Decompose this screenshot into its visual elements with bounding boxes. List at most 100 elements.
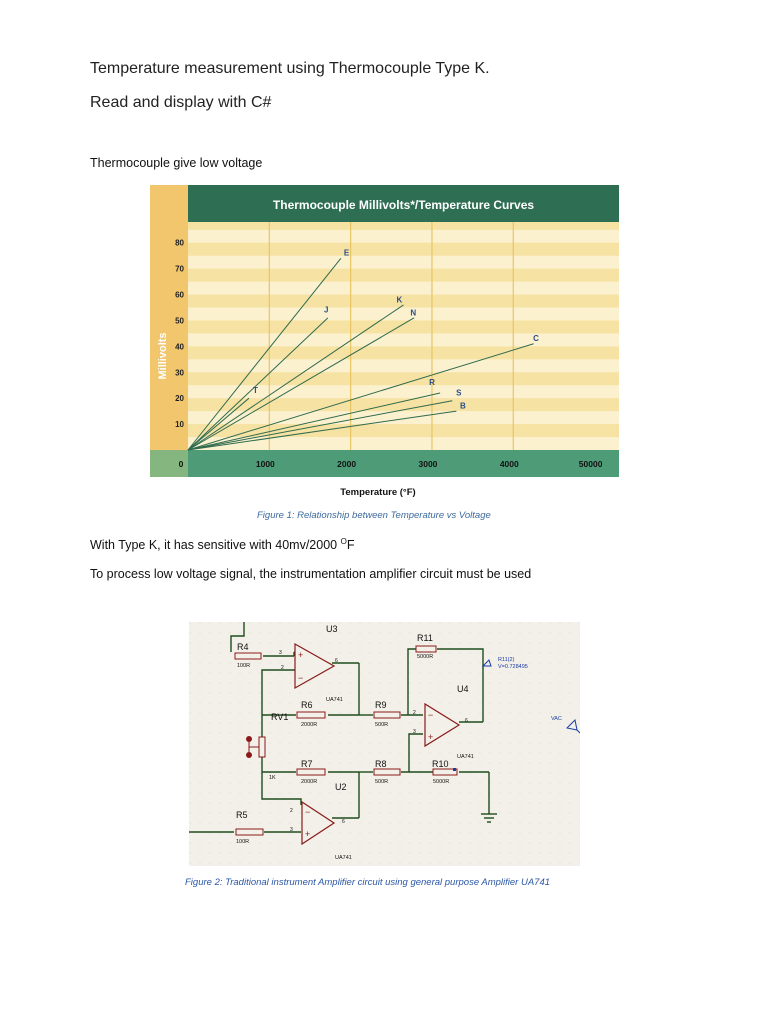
label-r6-value: 2000R xyxy=(301,722,317,728)
label-r5: R5 xyxy=(236,810,248,820)
series-line-t xyxy=(187,397,250,451)
label-u2: U2 xyxy=(335,782,347,792)
series-line-j xyxy=(187,317,329,451)
series-label-n: N xyxy=(410,308,416,317)
sensitivity-text: With Type K, it has sensitive with 40mv/… xyxy=(90,537,354,552)
schematic-wires xyxy=(189,622,497,833)
pin-u3-3: 3 xyxy=(279,650,282,656)
probe-value: V=0.728495 xyxy=(498,664,528,670)
series-label-j: J xyxy=(324,306,328,315)
vac-source[interactable] xyxy=(565,718,580,734)
y-tick-label: 60 xyxy=(175,291,184,300)
pin-u2-6: 6 xyxy=(342,819,345,825)
y-tick-label: 20 xyxy=(175,394,184,403)
pin-u3-6: 6 xyxy=(335,658,338,664)
r11-body xyxy=(415,645,437,653)
pin-u2-3: 3 xyxy=(290,827,293,833)
x-axis-band-corner xyxy=(150,450,188,477)
pin-u3-2: 2 xyxy=(281,665,284,671)
label-r10-value: 5000R xyxy=(433,779,449,785)
svg-text:−: − xyxy=(305,807,310,817)
series-label-b: B xyxy=(460,402,466,411)
series-line-c xyxy=(187,343,534,451)
x-tick-label: 4000 xyxy=(500,459,519,469)
svg-text:−: − xyxy=(298,673,303,683)
y-tick-label: 30 xyxy=(175,368,184,377)
series-label-r: R xyxy=(429,378,435,387)
label-r7: R7 xyxy=(301,759,313,769)
series-label-k: K xyxy=(397,295,403,304)
instrumentation-amplifier-schematic: +− −+ −+ U3 U4 U2 R4 100R R5 100R R6 200… xyxy=(189,622,580,866)
document-title-line2: Read and display with C# xyxy=(90,94,272,111)
plot-stripe xyxy=(188,424,619,438)
svg-text:+: + xyxy=(305,829,310,839)
rv1-wiper[interactable] xyxy=(246,736,259,758)
y-tick-label: 10 xyxy=(175,420,184,429)
voltage-probe[interactable] xyxy=(481,659,492,667)
y-tick-label: 70 xyxy=(175,265,184,274)
u4-triangle xyxy=(424,702,461,748)
y-tick-label: 80 xyxy=(175,239,184,248)
r5-body xyxy=(235,828,264,836)
x-tick-label: 3000 xyxy=(419,459,438,469)
series-label-s: S xyxy=(456,389,462,398)
label-u4: U4 xyxy=(457,684,469,694)
label-u3-part: UA741 xyxy=(326,697,343,703)
y-tick-label: 40 xyxy=(175,342,184,351)
figure2-caption: Figure 2: Traditional instrument Amplifi… xyxy=(185,877,551,888)
x-tick-label: 0 xyxy=(179,459,184,469)
plot-stripe xyxy=(188,398,619,412)
chart-title: Thermocouple Millivolts*/Temperature Cur… xyxy=(273,198,535,212)
label-r5-value: 100R xyxy=(236,839,249,845)
resistors xyxy=(234,645,458,836)
label-r9: R9 xyxy=(375,700,387,710)
series-line-n xyxy=(187,317,415,451)
opamps xyxy=(294,642,461,846)
sensitivity-main: With Type K, it has sensitive with 40mv/… xyxy=(90,538,341,553)
label-r4-value: 100R xyxy=(237,663,250,669)
label-rv1: RV1 xyxy=(271,712,288,722)
thermocouple-chart: Thermocouple Millivolts*/Temperature Cur… xyxy=(150,185,619,498)
label-r8: R8 xyxy=(375,759,387,769)
series-line-k xyxy=(187,304,404,451)
u2-triangle xyxy=(301,800,336,846)
series-line-s xyxy=(187,400,453,451)
r7-body xyxy=(296,768,326,776)
sensitivity-unit: F xyxy=(346,538,355,553)
rv1-body xyxy=(258,736,266,758)
pin-u2-2: 2 xyxy=(290,808,293,814)
plot-background xyxy=(188,222,619,450)
r6-body xyxy=(296,711,326,719)
y-tick-label: 50 xyxy=(175,316,184,325)
pin-u4-2: 2 xyxy=(413,710,416,716)
plot-stripe xyxy=(188,242,619,256)
intro-text: Thermocouple give low voltage xyxy=(90,156,263,170)
x-axis-band xyxy=(150,450,619,477)
amplifier-text: To process low voltage signal, the instr… xyxy=(90,567,532,581)
series-line-e xyxy=(187,257,342,451)
opamp-signs: +− −+ −+ xyxy=(298,650,433,839)
x-tick-label: 50000 xyxy=(579,459,603,469)
label-r9-value: 500R xyxy=(375,722,388,728)
x-tick-label: 2000 xyxy=(337,459,356,469)
y-axis-label: Millivolts xyxy=(157,332,169,379)
plot-stripe xyxy=(188,372,619,386)
y-axis-band xyxy=(150,185,188,450)
r9-body xyxy=(373,711,401,719)
series-line-b xyxy=(187,410,457,451)
r10-body xyxy=(432,768,458,776)
series-label-e: E xyxy=(344,249,350,258)
sensitivity-sup: O xyxy=(340,537,347,546)
label-r10: R10 xyxy=(432,759,449,769)
series-label-t: T xyxy=(253,386,258,395)
label-rv1-value: 1K xyxy=(269,775,276,781)
label-r8-value: 500R xyxy=(375,779,388,785)
label-u2-part: UA741 xyxy=(335,855,352,861)
label-r7-value: 2000R xyxy=(301,779,317,785)
x-tick-label: 1000 xyxy=(256,459,275,469)
svg-text:+: + xyxy=(298,650,303,660)
document-title-line1: Temperature measurement using Thermocoup… xyxy=(90,60,490,77)
r4-body xyxy=(234,652,262,660)
svg-text:+: + xyxy=(428,732,433,742)
label-r11-value: 5000R xyxy=(417,654,433,660)
